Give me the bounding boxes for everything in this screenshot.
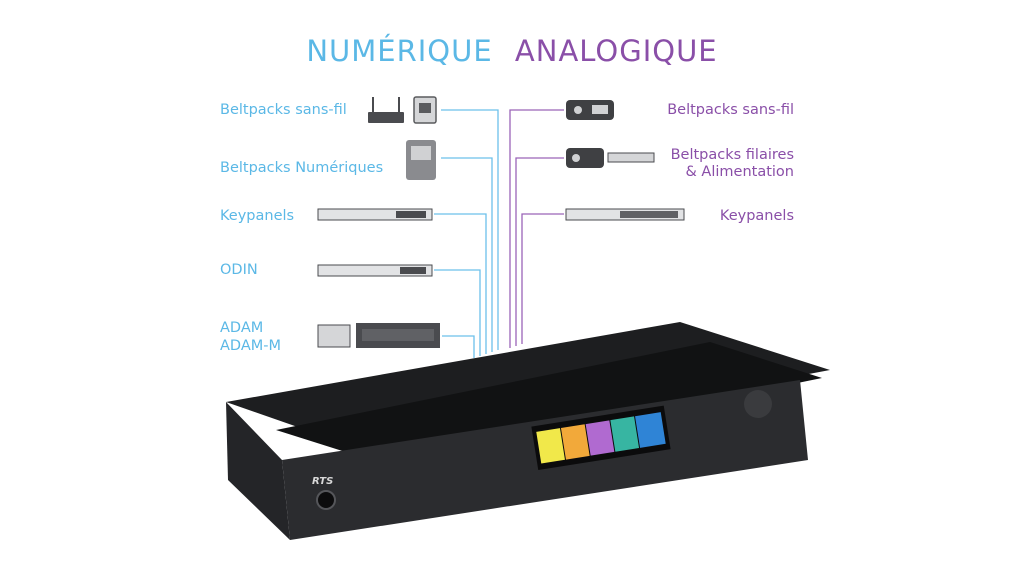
analog-keypanel-icon [565,208,685,221]
label-digital-beltpacks: Beltpacks Numériques [220,160,384,176]
analog-connection-lines [509,109,564,348]
display-key-director [610,416,640,452]
speaker-grille [744,390,772,418]
label-analog-wired-beltpacks: Beltpacks filaires [670,147,794,163]
display-key-pa-out [585,420,615,456]
digital-connection-lines [434,109,499,358]
digital-beltpack-icon [406,140,436,180]
brand-logo: RTS [312,476,333,487]
intercom-device: RTS [226,322,830,540]
label-odin: ODIN [220,262,258,278]
keypanel-icon [317,208,433,221]
title-digital: NUMÉRIQUE [306,34,493,68]
label-digital-keypanels: Keypanels [220,208,295,224]
odin-icon [317,264,433,277]
title-analog: ANALOGIQUE [514,34,718,68]
label-analog-keypanels: Keypanels [719,208,794,224]
label-adam-m: ADAM-M [220,338,282,354]
analog-wireless-beltpack-icon [566,100,614,120]
headset-jack [316,490,336,510]
display-key-staging [560,424,590,460]
display-key-setup [635,412,666,448]
label-adam: ADAM [220,320,264,336]
analog-wired-beltpack-icon [566,148,655,168]
label-analog-power: & Alimentation [685,164,794,180]
diagram-title: NUMÉRIQUE ANALOGIQUE [0,34,1024,68]
wireless-base-station-icon [368,97,404,123]
wireless-beltpack-icon [413,96,437,124]
adam-icon [317,323,440,348]
display-key-camera [536,428,565,464]
label-analog-wireless-beltpacks: Beltpacks sans-fil [667,102,794,118]
label-digital-wireless-beltpacks: Beltpacks sans-fil [220,102,347,118]
